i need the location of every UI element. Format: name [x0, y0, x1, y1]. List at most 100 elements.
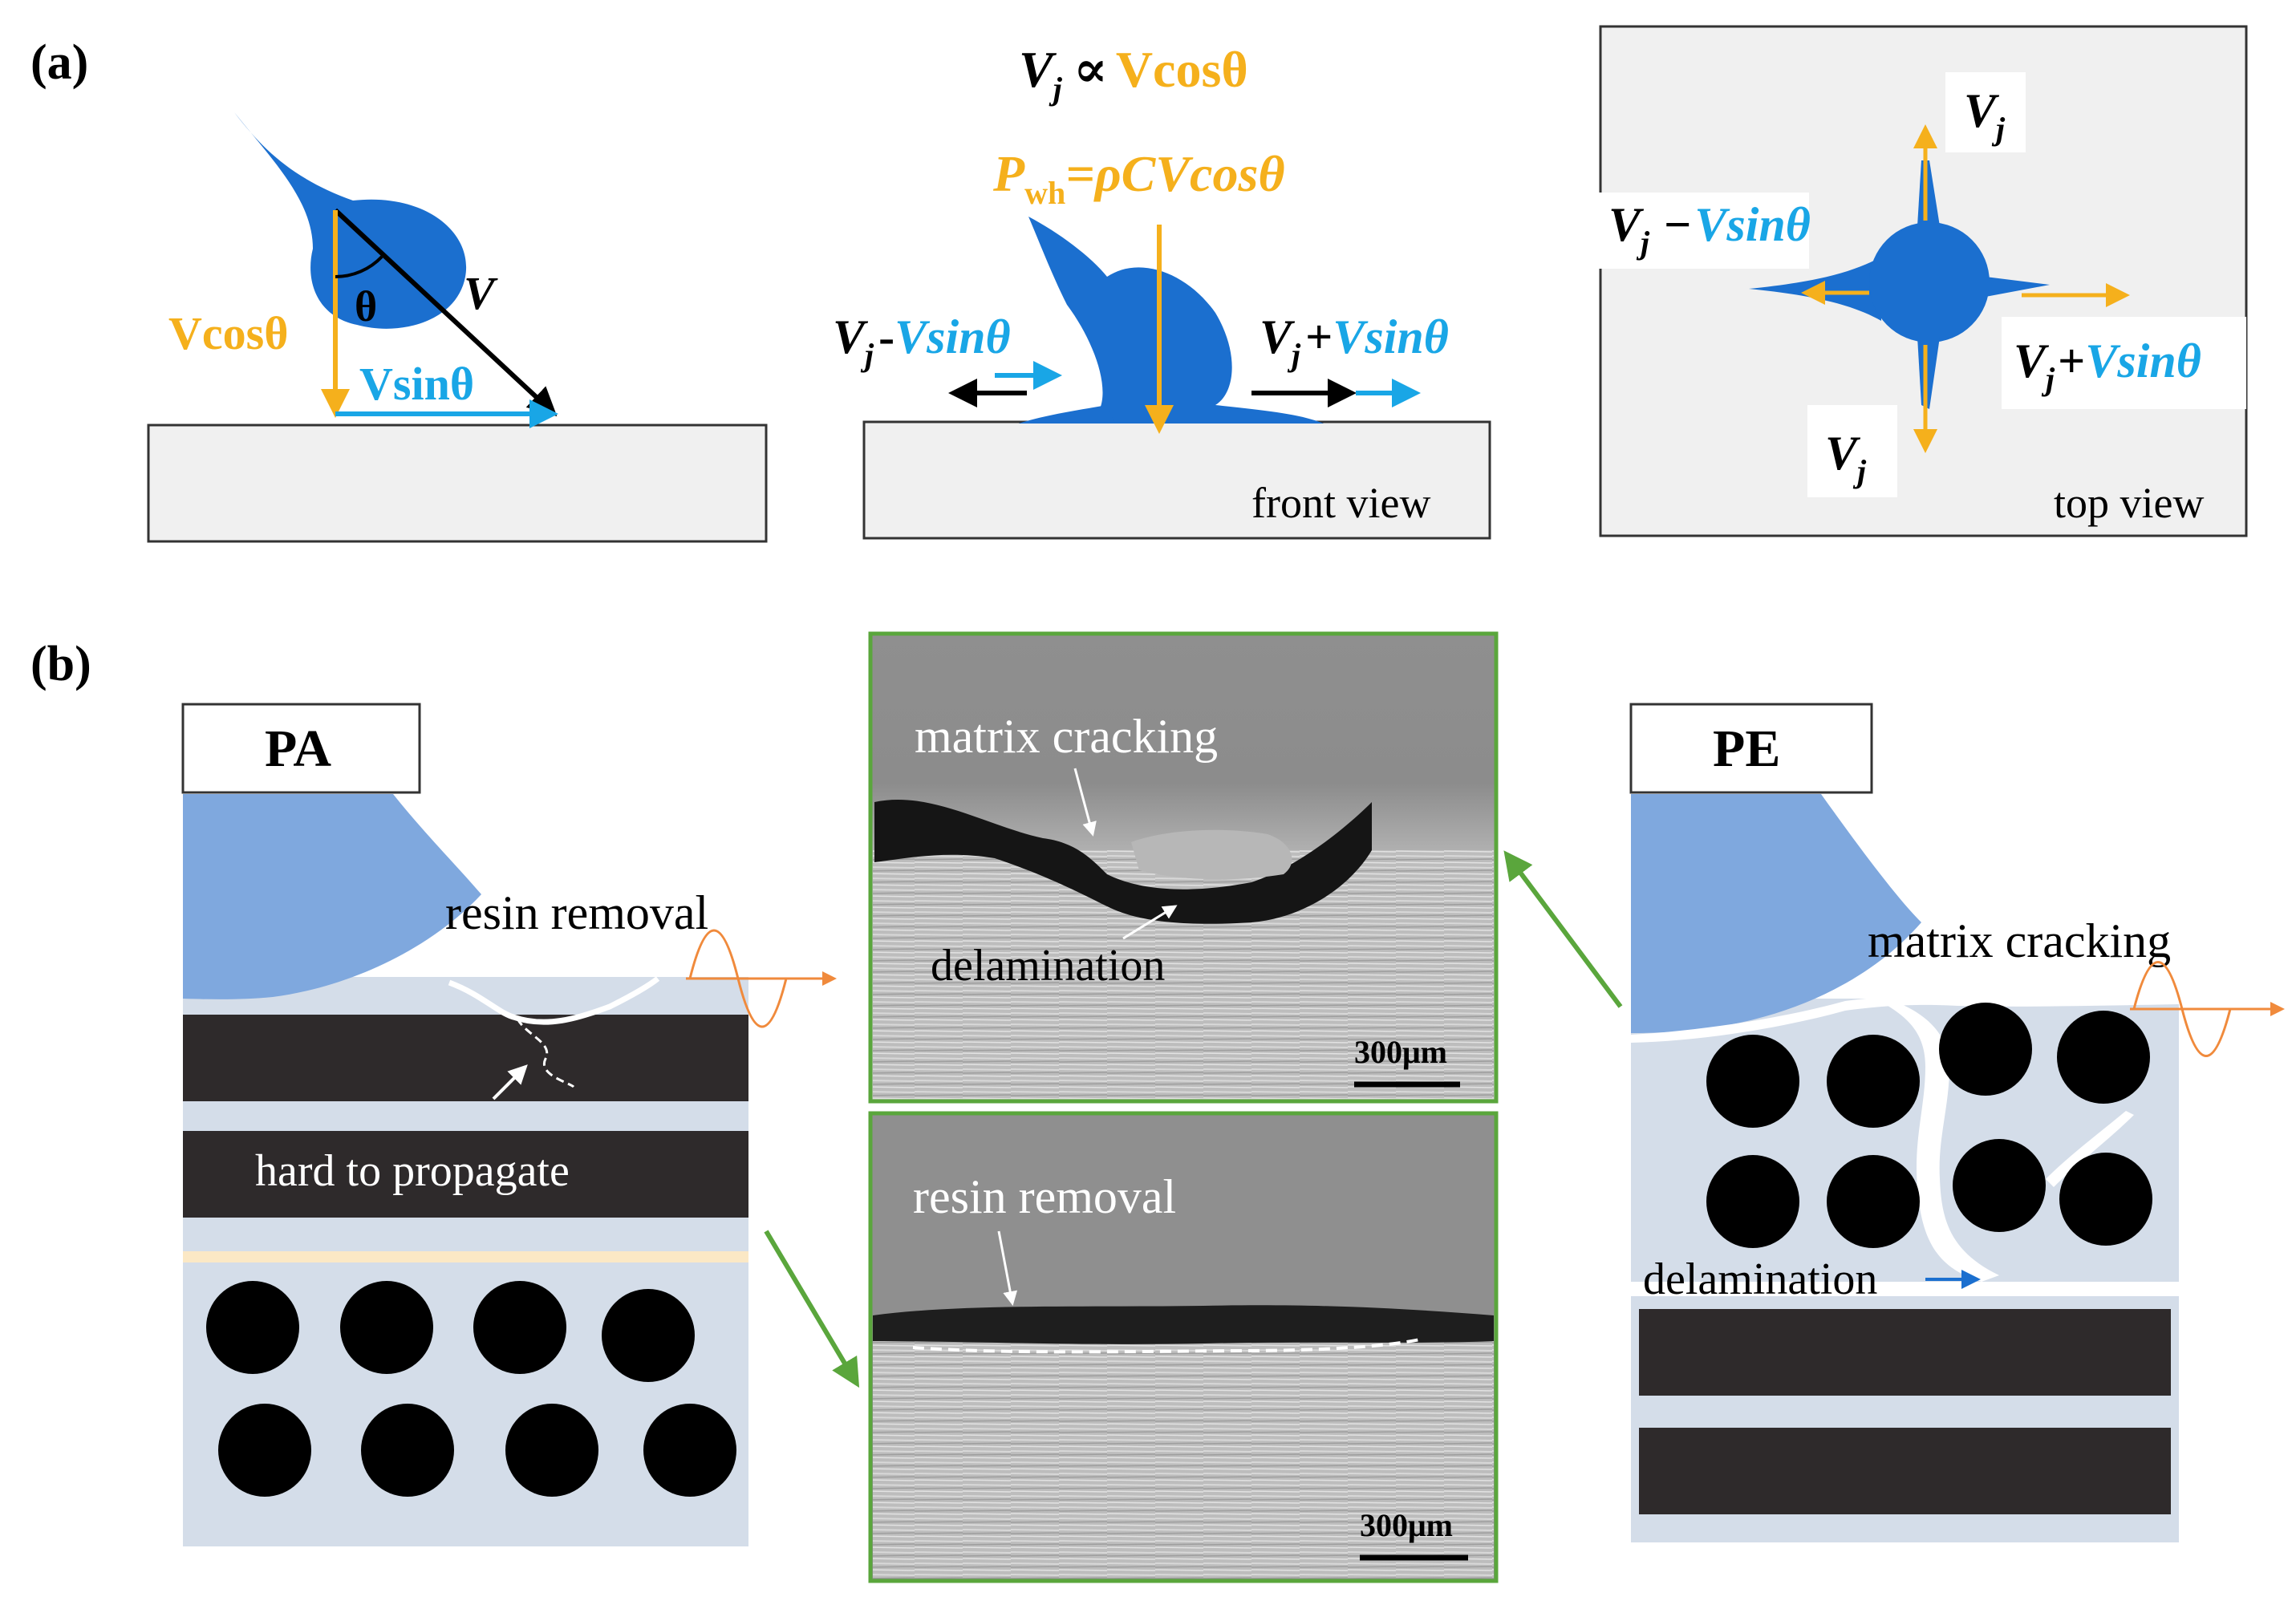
pe-fiber [1706, 1035, 1799, 1128]
pa-fiber [340, 1281, 433, 1374]
micrograph-bottom-dashed-line [912, 1338, 1421, 1354]
substrate-inclined [147, 424, 768, 543]
panel-b-label: (b) [30, 637, 91, 691]
pe-title-box [1629, 703, 1873, 794]
pwh-p: P [992, 145, 1025, 202]
pe-fiber [1827, 1155, 1920, 1248]
pa-fiber [218, 1404, 311, 1497]
pa-title-box [181, 703, 421, 794]
top-left-vj: V [1608, 198, 1645, 251]
top-right-op: + [2058, 334, 2085, 387]
top-jet-down [1917, 337, 1940, 409]
pe-fiber [1706, 1155, 1799, 1248]
pa-fiber [473, 1281, 566, 1374]
pe-matrix-cracking-label: matrix cracking [1868, 914, 2171, 967]
top-left-op: − [1664, 198, 1691, 251]
v-label: V [464, 267, 498, 319]
pa-resin-removal-label: resin removal [445, 886, 708, 939]
pa-dark-layer-2 [183, 1131, 748, 1218]
front-left-op: - [878, 310, 894, 363]
pwh-sub: wh [1024, 175, 1065, 211]
vsin-label: Vsinθ [359, 358, 474, 410]
label-bg-bottom [1807, 405, 1897, 497]
pa-hard-arrow [492, 1064, 528, 1100]
top-view-caption: top view [2054, 479, 2204, 527]
pe-fiber [1939, 1003, 2032, 1096]
water-hammer-pressure: Pwh=ρCVcosθ [992, 145, 1285, 211]
pe-side-crack [2046, 1111, 2134, 1187]
top-left-vsin: Vsinθ [1694, 198, 1811, 251]
pe-schematic: PE matrix cracking delamination [1503, 703, 2285, 1542]
micrograph-top-delam-arrow [1122, 905, 1178, 940]
front-right-vj: V [1260, 310, 1296, 363]
proportional-relation: Vj∝Vcosθ [1019, 41, 1248, 107]
pe-gap [1631, 1282, 2179, 1296]
pa-fiber [206, 1281, 299, 1374]
pe-dark-layer-1 [1639, 1309, 2171, 1396]
pe-fiber [2059, 1153, 2152, 1246]
pa-fiber [602, 1289, 695, 1382]
top-up-label: Vj [1964, 84, 2006, 147]
pe-dark-layer-2 [1639, 1428, 2171, 1514]
top-droplet [1869, 222, 1990, 342]
pa-crack-tail [516, 1018, 575, 1088]
pe-delamination-label: delamination [1643, 1254, 1877, 1304]
micrograph-top-matrix-cracking: matrix cracking [915, 710, 1218, 763]
front-view-diagram: Vj∝Vcosθ Pwh=ρCVcosθ Vj-Vsinθ Vj+Vsinθ f… [833, 41, 1491, 540]
micrograph-top-debris [1131, 829, 1292, 880]
prop-rhs: Vcosθ [1116, 41, 1248, 98]
pwh-rhs: =ρCVcosθ [1065, 145, 1284, 202]
label-bg-top [1945, 72, 2026, 152]
pa-dark-layer-1 [183, 1015, 748, 1101]
velocity-vector-line [333, 208, 558, 417]
pa-fiber [505, 1404, 598, 1497]
pe-title: PE [1713, 719, 1780, 778]
label-bg-left [1596, 193, 1809, 269]
pe-to-micro-arrow [1503, 850, 1623, 1008]
front-left-velocity: Vj-Vsinθ [833, 310, 1011, 373]
micrograph-top-scale: 300μm [1354, 1034, 1447, 1070]
top-down-label: Vj [1825, 427, 1867, 489]
front-view-caption: front view [1251, 479, 1430, 527]
label-bg-right [2002, 317, 2246, 409]
pa-interlayer [183, 1251, 748, 1262]
top-view-diagram: Vj Vj−Vsinθ Vj+Vsinθ Vj top view [1596, 25, 2248, 537]
pe-crack-surface [1631, 996, 2179, 1043]
droplet-front [1019, 217, 1324, 424]
droplet-inclined [234, 112, 467, 329]
front-left-vj: V [833, 310, 869, 363]
pa-light-droplet [183, 794, 481, 999]
top-right-label: Vj+Vsinθ [2014, 334, 2201, 397]
top-right-vj: V [2014, 334, 2050, 387]
panel-a-label: (a) [30, 35, 88, 90]
top-up-vj: V [1964, 84, 2000, 137]
top-left-label: Vj−Vsinθ [1608, 198, 1811, 261]
pa-crack [448, 976, 660, 1025]
front-left-vsin: Vsinθ [894, 310, 1011, 363]
pe-fiber [1827, 1035, 1920, 1128]
micrograph-top-arrow [1073, 768, 1097, 837]
top-jet-up [1917, 160, 1940, 226]
micrograph-bottom-scale: 300μm [1360, 1507, 1453, 1543]
top-jet-right [1986, 277, 2050, 297]
pa-to-micro-arrow [764, 1230, 860, 1388]
prop-symbol: ∝ [1073, 41, 1108, 98]
inclined-impact-diagram: θ V Vcosθ Vsinθ [147, 112, 768, 543]
pe-fiber [2057, 1011, 2150, 1104]
micrograph-top-damage [874, 799, 1372, 924]
pa-fiber [643, 1404, 736, 1497]
front-right-velocity: Vj+Vsinθ [1260, 310, 1449, 373]
pa-title: PA [265, 719, 331, 778]
front-right-op: + [1305, 310, 1333, 363]
prop-v: V [1019, 41, 1057, 98]
vcos-label: Vcosθ [168, 307, 288, 359]
micrograph-bottom-arrow [997, 1230, 1018, 1306]
front-right-vsin: Vsinθ [1333, 310, 1449, 363]
pa-schematic: PA resin removal hard to propagate [181, 703, 860, 1546]
spread-left [1019, 405, 1115, 424]
pe-light-droplet [1631, 794, 1921, 1033]
micrograph-bottom: resin removal 300μm [868, 1111, 1499, 1583]
micrograph-bottom-fibrous-region [873, 1339, 1494, 1579]
top-right-vsin: Vsinθ [2085, 334, 2201, 387]
micrograph-top: matrix cracking delamination 300μm [868, 631, 1499, 1104]
